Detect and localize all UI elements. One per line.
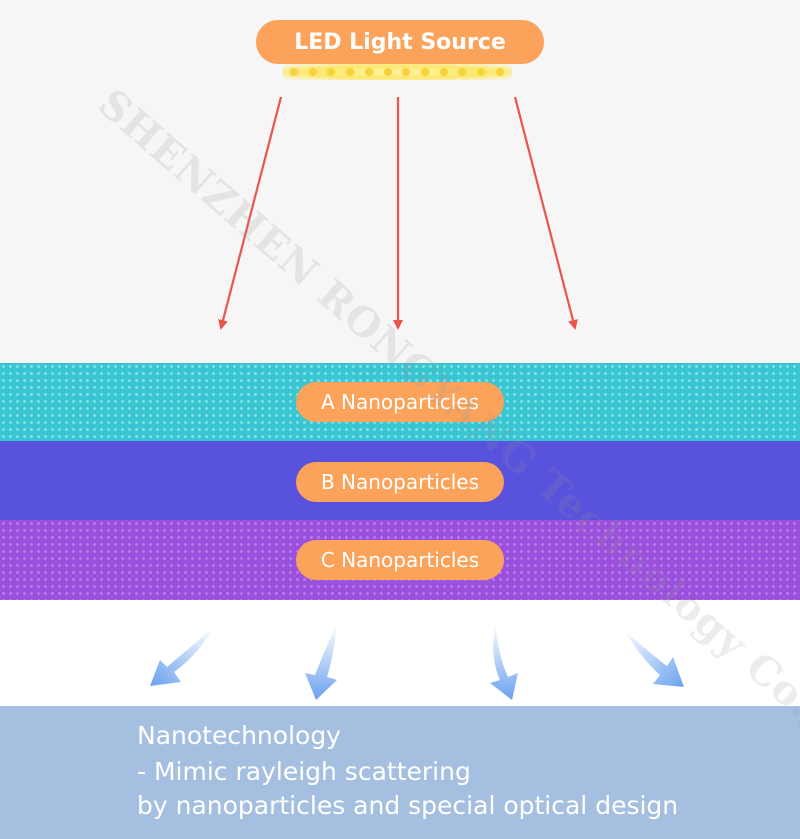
led-light-source-label: LED Light Source <box>256 20 544 64</box>
led-dot <box>495 68 504 76</box>
description-line-3: by nanoparticles and special optical des… <box>137 791 679 820</box>
incident-arrow-right <box>513 96 578 330</box>
scattering-zone <box>0 600 800 706</box>
incident-arrow-left <box>218 96 283 330</box>
description-title: Nanotechnology <box>137 721 341 750</box>
description-line-2: - Mimic rayleigh scattering <box>137 757 471 786</box>
led-dot <box>327 68 336 76</box>
layer-a-label: A Nanoparticles <box>296 382 504 422</box>
led-dot <box>308 68 317 76</box>
layer-c-nanoparticles <box>0 520 800 600</box>
led-dot <box>402 68 411 76</box>
description-panel <box>0 706 800 839</box>
scatter-arrow-2 <box>305 624 337 700</box>
led-dot <box>421 68 430 76</box>
layer-b-label: B Nanoparticles <box>296 462 504 502</box>
led-dot <box>383 68 392 76</box>
led-dot <box>458 68 467 76</box>
layer-c-label: C Nanoparticles <box>296 540 504 580</box>
scatter-arrow-3 <box>490 624 518 700</box>
led-strip <box>282 64 512 80</box>
led-dot <box>364 68 373 76</box>
scatter-arrow-4 <box>624 630 684 687</box>
led-dot <box>439 68 448 76</box>
led-dot <box>290 68 298 76</box>
led-dot <box>346 68 355 76</box>
scatter-arrow-1 <box>150 627 213 686</box>
led-dot <box>477 68 486 76</box>
